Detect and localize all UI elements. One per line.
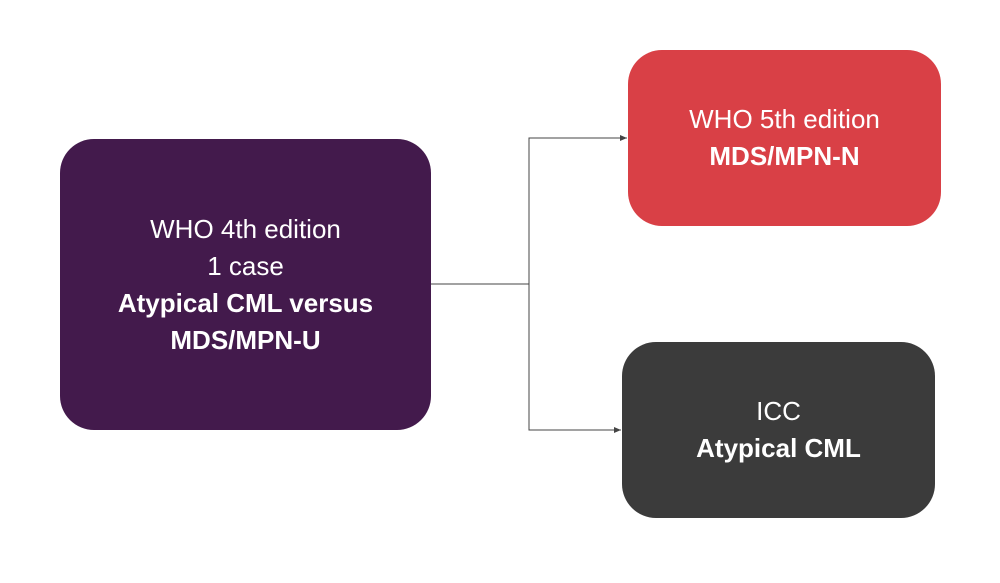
node-icc-line-2: Atypical CML [696, 433, 861, 463]
node-icc: ICC Atypical CML [622, 342, 935, 518]
edge-who4-to-who5 [528, 135, 627, 284]
node-who4-line-4: MDS/MPN-U [170, 324, 321, 355]
node-who5-line-1: WHO 5th edition [689, 104, 880, 134]
node-who-4th-edition: WHO 4th edition 1 case Atypical CML vers… [60, 139, 431, 430]
node-who4-line-1: WHO 4th edition [150, 213, 341, 244]
node-who4-line-2: 1 case [207, 250, 284, 281]
node-icc-line-1: ICC [756, 396, 801, 426]
node-who4-line-3: Atypical CML versus [117, 287, 374, 318]
edge-who4-to-icc [528, 284, 621, 433]
node-who-5th-edition: WHO 5th edition MDS/MPN-N [628, 50, 941, 226]
node-who5-line-2: MDS/MPN-N [709, 141, 860, 171]
